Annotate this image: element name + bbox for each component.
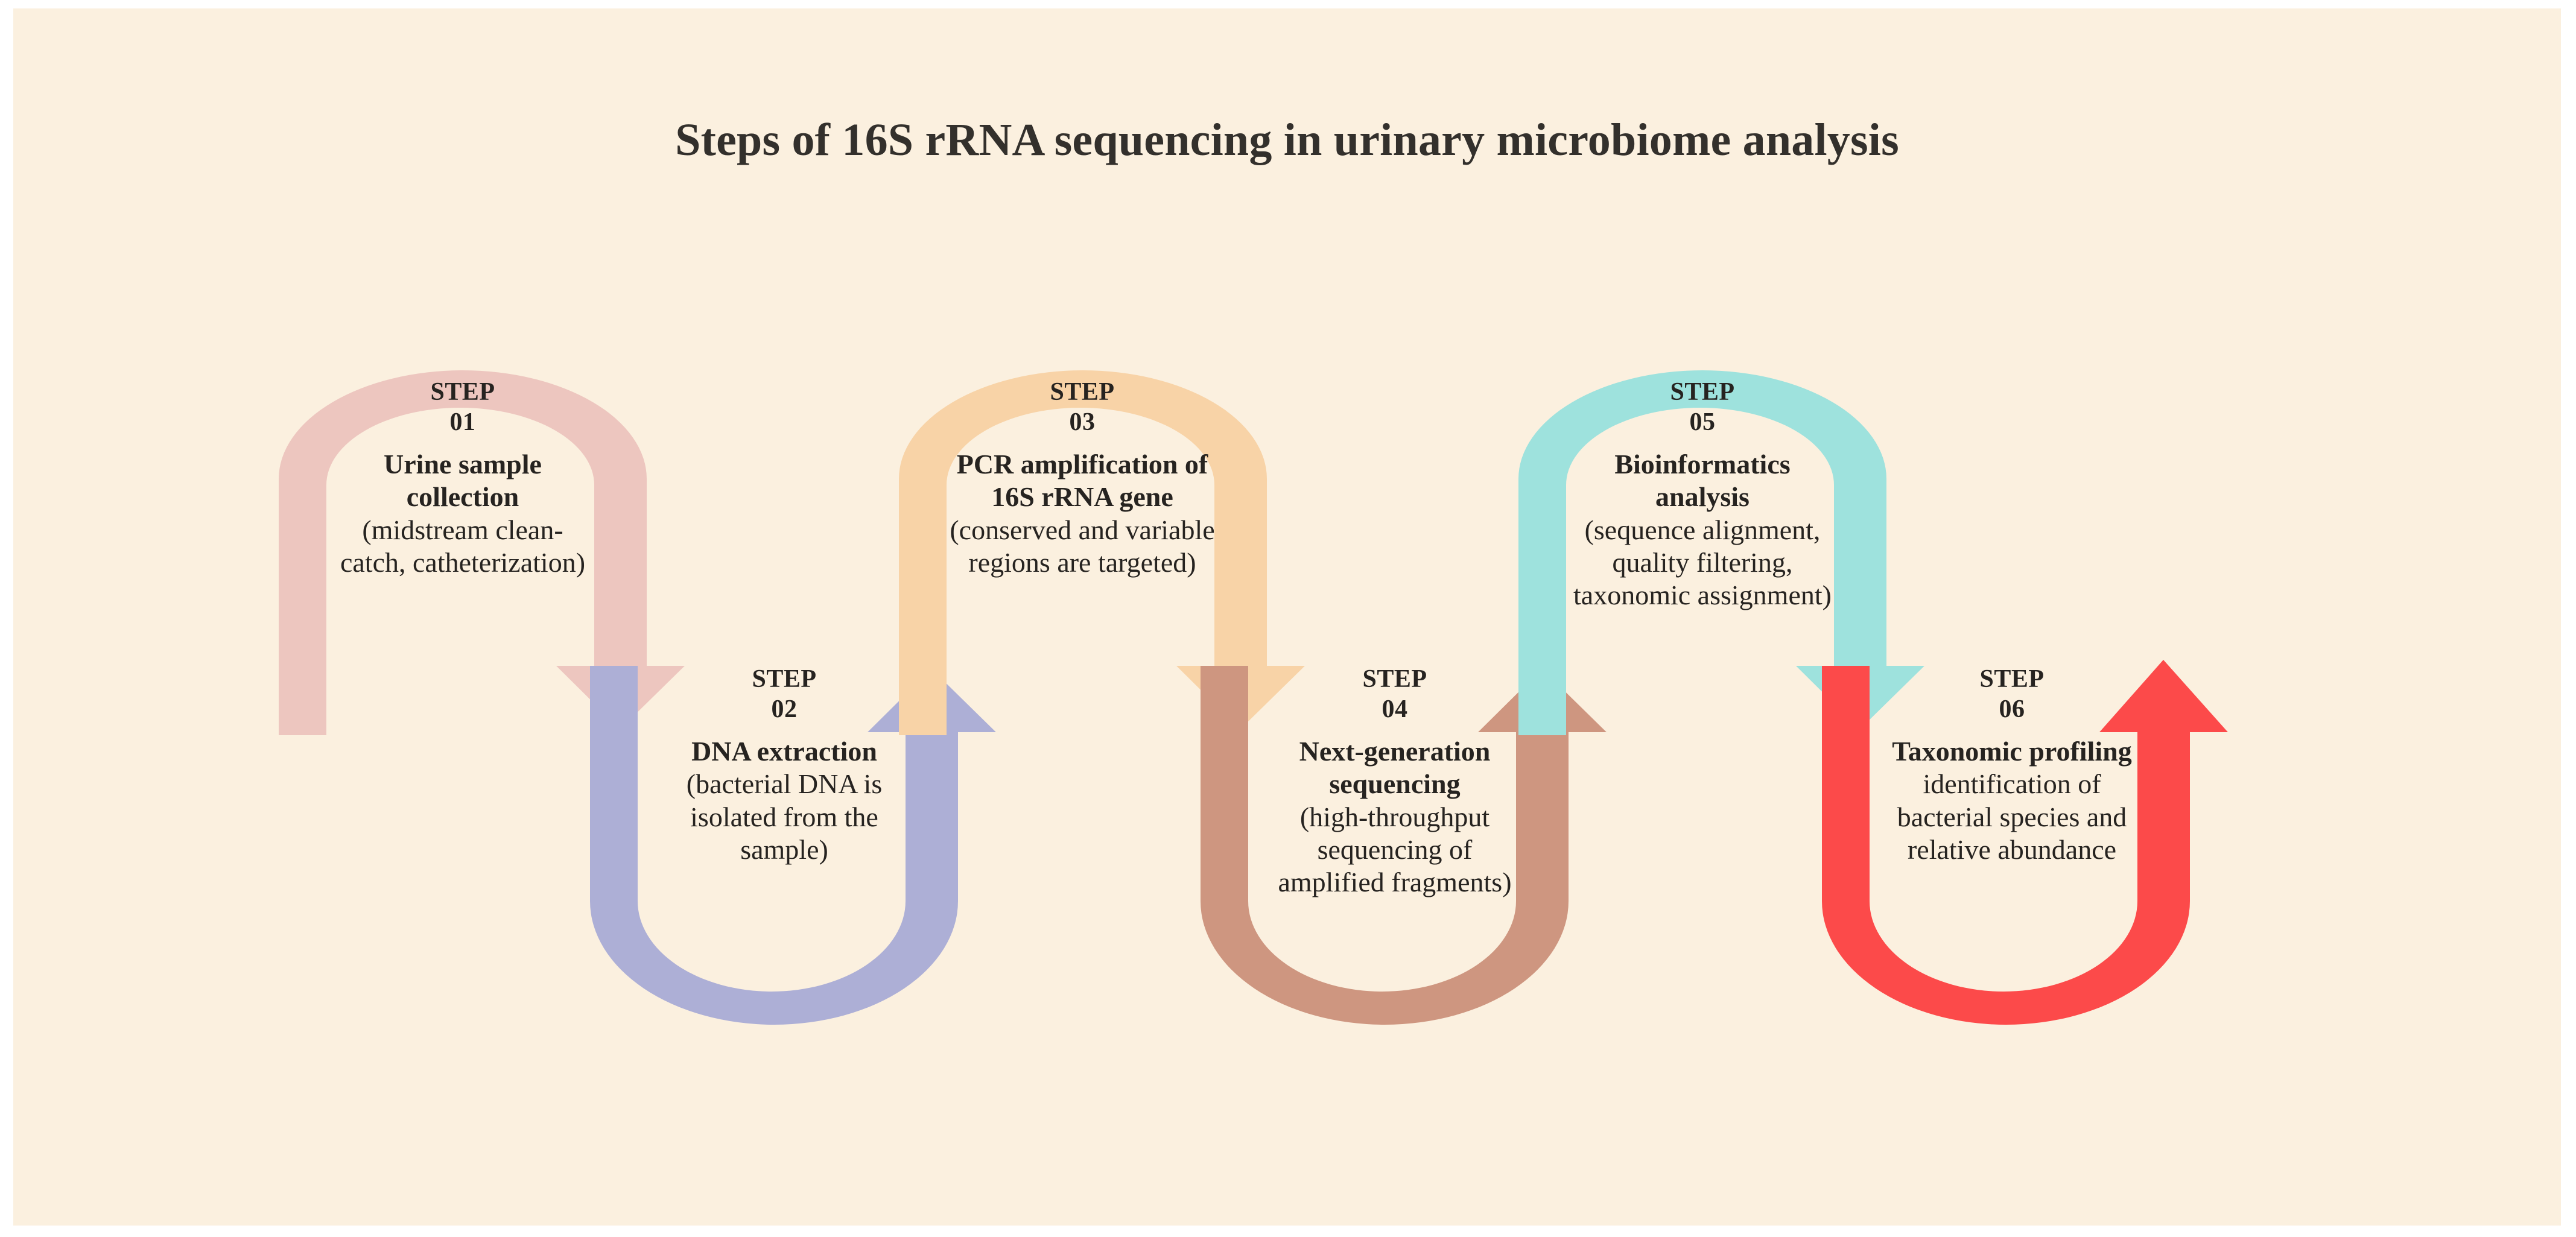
step-06-number: 06 — [1999, 695, 2025, 723]
step-04-detail: (high-throughput sequencing of amplified… — [1278, 801, 1512, 898]
step-04-kicker: STEP — [1362, 665, 1427, 693]
step-02-kicker: STEP — [752, 665, 817, 693]
step-01-text-block: STEP 01 Urine sample collection (midstre… — [336, 378, 589, 579]
step-02-heading: DNA extraction — [691, 736, 877, 767]
step-03-arrow — [899, 370, 1305, 735]
step-01-number: 01 — [449, 408, 476, 436]
step-02-arrow — [590, 666, 996, 1025]
step-03-kicker: STEP — [1050, 378, 1115, 406]
step-04-text-block: STEP 04 Next-generation sequencing (high… — [1265, 665, 1524, 899]
step-06-kicker: STEP — [1979, 665, 2045, 693]
step-03-number: 03 — [1069, 408, 1096, 436]
step-03-heading: PCR amplification of 16S rRNA gene — [956, 449, 1208, 513]
step-03-text-block: STEP 03 PCR amplification of 16S rRNA ge… — [950, 378, 1215, 579]
step-02-text-block: STEP 02 DNA extraction (bacterial DNA is… — [655, 665, 914, 866]
step-06-text-block: STEP 06 Taxonomic profiling identificati… — [1882, 665, 2142, 866]
step-04-number: 04 — [1382, 695, 1408, 723]
step-02-arc-path — [590, 666, 996, 1025]
step-03-detail: (conserved and variable regions are targ… — [950, 514, 1215, 578]
step-06-heading: Taxonomic profiling — [1892, 736, 2132, 767]
step-02-number: 02 — [771, 695, 798, 723]
process-flow-diagram — [279, 370, 2228, 1025]
step-06-arrow — [1822, 660, 2228, 1025]
step-05-number: 05 — [1689, 408, 1716, 436]
step-06-detail: identification of bacterial species and … — [1897, 768, 2127, 865]
step-01-arrow — [279, 370, 685, 735]
step-04-heading: Next-generation sequencing — [1299, 736, 1491, 800]
step-05-arc-path — [1518, 370, 1924, 735]
step-05-arrow — [1518, 370, 1924, 735]
step-01-heading: Urine sample collection — [384, 449, 542, 513]
step-05-text-block: STEP 05 Bioinformatics analysis (sequenc… — [1567, 378, 1838, 612]
step-05-heading: Bioinformatics analysis — [1614, 449, 1791, 513]
step-05-kicker: STEP — [1670, 378, 1735, 406]
poster-canvas: Steps of 16S rRNA sequencing in urinary … — [13, 8, 2561, 1226]
step-05-detail: (sequence alignment, quality filtering, … — [1573, 514, 1832, 611]
step-02-detail: (bacterial DNA is isolated from the samp… — [686, 768, 883, 865]
step-01-arc-path — [279, 370, 685, 735]
step-01-detail: (midstream clean-catch, catheterization) — [340, 514, 586, 578]
step-06-arc-path — [1822, 660, 2228, 1025]
step-01-kicker: STEP — [430, 378, 495, 406]
page-title: Steps of 16S rRNA sequencing in urinary … — [675, 115, 1899, 165]
step-03-arc-path — [899, 370, 1305, 735]
